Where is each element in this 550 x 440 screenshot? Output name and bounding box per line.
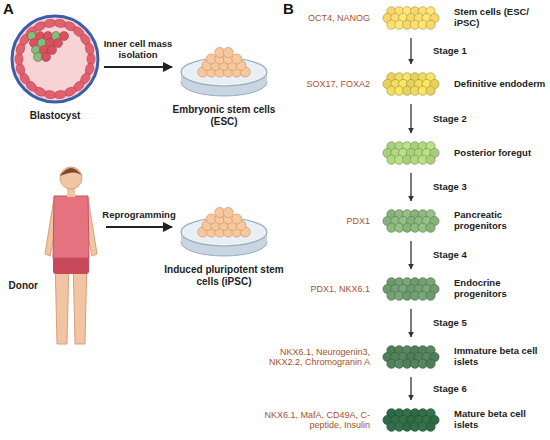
shape-outline (180, 36, 268, 98)
shape-outline (382, 203, 440, 239)
stage-name: Posterior foregut (454, 148, 550, 159)
inner-cell-mass (34, 53, 43, 62)
stage-label: Stage 6 (433, 383, 467, 394)
marker-genes: NKX6.1, Neurogenin3, NKX2.2, Chromograni… (258, 347, 370, 368)
shape-outline (382, 135, 440, 171)
cell-symbol (426, 155, 435, 164)
cell-cluster: Stem cells (ESC/ iPSC)OCT4, NANOG (382, 0, 440, 36)
donor-figure: Donor (40, 162, 102, 347)
cell-symbol (426, 359, 435, 368)
stage-label: Stage 3 (433, 182, 467, 193)
flow-arrow (104, 66, 172, 68)
flow-arrow (410, 377, 411, 400)
blastocyst-illustration: Blastocyst (10, 14, 100, 104)
marker-genes: NKX6.1, MafA, CD49A, C-peptide, Insulin (258, 410, 370, 431)
cell-symbol (426, 291, 435, 300)
cell-symbol (426, 422, 435, 431)
cell-cluster: Pancreatic progenitorsPDX1 (382, 203, 440, 239)
inner-cell-mass (60, 32, 69, 41)
marker-genes: PDX1 (258, 216, 370, 226)
shape-outline (10, 14, 100, 104)
stage-label: Stage 2 (433, 113, 467, 124)
stage-name: Pancreatic progenitors (454, 210, 550, 232)
petri-dish: Induced pluripotent stem cells (iPSC) (180, 196, 268, 258)
marker-genes: SOX17, FOXA2 (258, 79, 370, 89)
stage-name: Endocrine progenitors (454, 278, 550, 300)
zona-pellucida (12, 16, 98, 102)
flow-arrow (106, 226, 172, 228)
shape-outline (382, 339, 440, 375)
flow-arrow (410, 173, 411, 201)
stage-name: Stem cells (ESC/ iPSC) (454, 7, 550, 29)
stage-name: Definitive endoderm (454, 79, 550, 90)
shape-outline (382, 271, 440, 307)
cell-cluster: Endocrine progenitorsPDX1, NKX6.1 (382, 271, 440, 307)
flow-arrow (410, 38, 411, 64)
cell-cluster: Immature beta cell isletsNKX6.1, Neuroge… (382, 339, 440, 375)
cell-symbol (223, 48, 233, 58)
cell-cluster: Posterior foregut (382, 135, 440, 171)
trophoblast-cell (84, 42, 95, 56)
flow-arrow (410, 241, 411, 269)
illustration-caption: Embryonic stem cells (ESC) (158, 104, 290, 127)
stage-label: Reprogramming (94, 210, 184, 221)
cell-symbol (232, 214, 242, 224)
flow-arrow (410, 104, 411, 133)
shape-outline (40, 162, 102, 347)
illustration-caption: Induced pluripotent stem cells (iPSC) (158, 264, 290, 287)
petri-dish: Embryonic stem cells (ESC) (180, 36, 268, 98)
flow-arrow (410, 309, 411, 337)
shape-outline (180, 196, 268, 258)
cell-symbol (426, 223, 435, 232)
illustration-caption: Donor (0, 280, 38, 292)
marker-genes: PDX1, NKX6.1 (258, 284, 370, 294)
cell-symbol (232, 54, 242, 64)
panel-label: A (3, 0, 14, 17)
shape-outline (382, 402, 440, 438)
shape-outline (382, 0, 440, 36)
inner-cell-mass (42, 53, 51, 62)
stage-label: Stage 4 (433, 250, 467, 261)
cell-cluster: Mature beta cell isletsNKX6.1, MafA, CD4… (382, 402, 440, 438)
torso (53, 196, 89, 258)
hair (60, 168, 82, 176)
marker-genes: OCT4, NANOG (258, 13, 370, 23)
illustration-caption: Blastocyst (0, 110, 122, 122)
head (60, 167, 82, 189)
inner-cell-mass (48, 46, 57, 55)
inner-cell-mass (54, 39, 63, 48)
stage-label: Inner cell mass isolation (93, 39, 183, 61)
shape-outline (382, 66, 440, 102)
cell-symbol (426, 20, 435, 29)
stage-name: Mature beta cell islets (454, 409, 550, 431)
stage-label: Stage 1 (433, 46, 467, 57)
panel-label: B (283, 0, 294, 17)
stage-name: Immature beta cell islets (454, 346, 550, 368)
stage-label: Stage 5 (433, 318, 467, 329)
cell-symbol (426, 86, 435, 95)
cell-symbol (223, 208, 233, 218)
cell-cluster: Definitive endodermSOX17, FOXA2 (382, 66, 440, 102)
